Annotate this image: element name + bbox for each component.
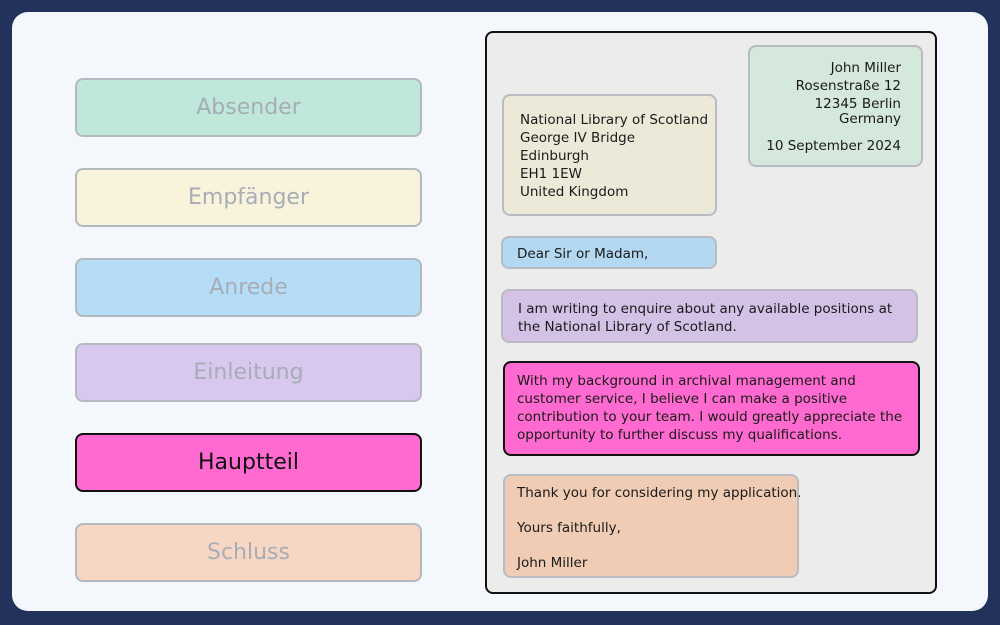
section-label: Anrede [209,275,288,300]
sender-country: Germany [838,111,901,127]
sender-block[interactable]: John Miller Rosenstraße 12 12345 Berlin … [748,45,923,167]
recipient-line: George IV Bridge [520,130,636,146]
section-button-empfaenger[interactable]: Empfänger [75,168,422,227]
closing-thanks: Thank you for considering my application… [517,485,802,501]
sender-date: 10 September 2024 [766,138,901,154]
closing-signoff: Yours faithfully, [517,520,621,536]
introduction-block[interactable]: I am writing to enquire about any availa… [501,289,918,343]
section-button-hauptteil[interactable]: Hauptteil [75,433,422,492]
recipient-line: United Kingdom [520,184,629,200]
main-body-text: With my background in archival managemen… [517,373,903,443]
section-label: Empfänger [187,185,309,210]
recipient-line: EH1 1EW [520,166,583,182]
recipient-block[interactable]: National Library of Scotland George IV B… [502,94,717,216]
section-label: Absender [196,95,301,120]
recipient-line: Edinburgh [520,148,589,164]
section-button-anrede[interactable]: Anrede [75,258,422,317]
introduction-text: I am writing to enquire about any availa… [518,301,893,335]
sender-street: Rosenstraße 12 [795,78,901,94]
recipient-line: National Library of Scotland [520,112,709,128]
sender-city: 12345 Berlin [814,96,901,112]
closing-name: John Miller [517,555,588,571]
section-label: Hauptteil [198,450,299,475]
section-button-absender[interactable]: Absender [75,78,422,137]
section-label: Schluss [207,540,290,565]
closing-block[interactable]: Thank you for considering my application… [503,474,802,578]
salutation-block[interactable]: Dear Sir or Madam, [501,236,717,269]
section-label: Einleitung [193,360,304,385]
main-body-block[interactable]: With my background in archival managemen… [503,361,920,456]
section-button-einleitung[interactable]: Einleitung [75,343,422,402]
salutation-text: Dear Sir or Madam, [517,246,649,262]
sender-name: John Miller [830,60,901,76]
letter-canvas: John Miller Rosenstraße 12 12345 Berlin … [485,31,937,594]
section-button-schluss[interactable]: Schluss [75,523,422,582]
